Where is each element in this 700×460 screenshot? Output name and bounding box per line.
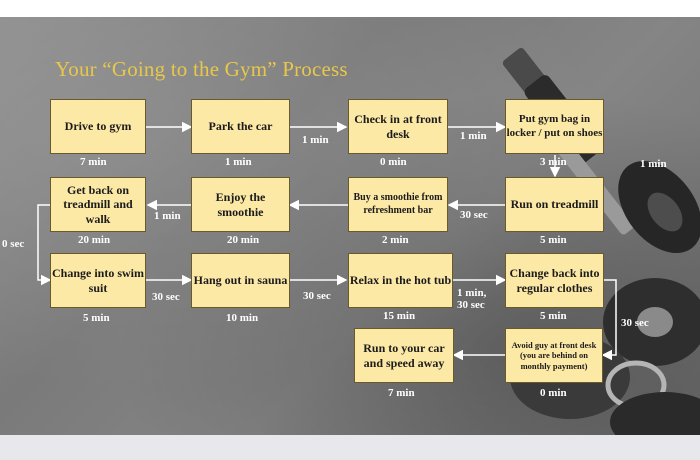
step-label: Change into swim suit: [51, 265, 144, 295]
duration-label: 5 min: [540, 310, 567, 322]
step-buy-smoothie: Buy a smoothie from refreshment bar: [348, 177, 448, 232]
page-title: Your “Going to the Gym” Process: [55, 57, 348, 81]
duration-label: 3 min: [540, 156, 567, 168]
duration-label: 2 min: [382, 234, 409, 246]
step-label: Relax in the hot tub: [349, 273, 452, 288]
step-change-into-swim-suit: Change into swim suit: [50, 253, 146, 308]
step-label: Put gym bag in locker / put on shoes: [506, 113, 603, 139]
duration-label: 20 min: [227, 234, 260, 246]
slide: Your “Going to the Gym” Process Drive to…: [0, 17, 700, 435]
step-change-back: Change back into regular clothes: [505, 253, 604, 308]
step-put-gym-bag: Put gym bag in locker / put on shoes: [505, 99, 604, 154]
step-run-to-car: Run to your car and speed away: [354, 328, 454, 383]
duration-label: 10 min: [226, 312, 259, 324]
transition-label: 1 min: [460, 130, 487, 142]
transition-label: 1 min, 30 sec: [457, 287, 487, 312]
step-label: Park the car: [208, 119, 273, 134]
duration-label: 5 min: [540, 234, 567, 246]
transition-label: 1 min: [640, 158, 667, 170]
step-label: Hang out in sauna: [193, 273, 288, 288]
transition-label: 30 sec: [460, 209, 488, 221]
top-margin: [0, 0, 700, 17]
transition-label: 30 sec: [303, 290, 331, 302]
duration-label: 15 min: [383, 310, 416, 322]
step-label: Enjoy the smoothie: [215, 189, 266, 219]
duration-label: 7 min: [388, 387, 415, 399]
step-run-on-treadmill: Run on treadmill: [505, 177, 604, 232]
transition-label: 1 min: [302, 134, 329, 146]
step-label: Avoid guy at front desk (you are behind …: [511, 339, 597, 371]
bottom-margin: [0, 435, 700, 460]
step-label: Run to your car and speed away: [363, 340, 445, 370]
step-check-in: Check in at front desk: [348, 99, 448, 154]
step-label: Check in at front desk: [354, 111, 442, 141]
step-label: Drive to gym: [64, 119, 132, 134]
duration-label: 5 min: [83, 312, 110, 324]
duration-label: 7 min: [80, 156, 107, 168]
flow-arrows: [37, 121, 617, 361]
step-enjoy-smoothie: Enjoy the smoothie: [191, 177, 290, 232]
duration-label: 20 min: [78, 234, 111, 246]
transition-label: 1 min: [154, 210, 181, 222]
transition-label: 30 sec: [621, 317, 649, 329]
step-avoid-guy: Avoid guy at front desk (you are behind …: [505, 328, 603, 383]
step-label: Change back into regular clothes: [509, 265, 600, 295]
step-label: Run on treadmill: [510, 197, 599, 212]
step-drive-to-gym: Drive to gym: [50, 99, 146, 154]
duration-label: 0 min: [380, 156, 407, 168]
step-park-the-car: Park the car: [191, 99, 290, 154]
arrow-12-13: [601, 279, 617, 361]
duration-label: 1 min: [225, 156, 252, 168]
step-sauna: Hang out in sauna: [191, 253, 290, 308]
step-hot-tub: Relax in the hot tub: [348, 253, 453, 308]
duration-label: 0 min: [540, 387, 567, 399]
step-label: Buy a smoothie from refreshment bar: [353, 192, 443, 216]
transition-label: 30 sec: [152, 291, 180, 303]
step-back-on-treadmill: Get back on treadmill and walk: [50, 177, 146, 232]
arrow-8-9: [37, 204, 52, 286]
step-label: Get back on treadmill and walk: [63, 182, 133, 226]
transition-label: 0 sec: [2, 238, 25, 250]
